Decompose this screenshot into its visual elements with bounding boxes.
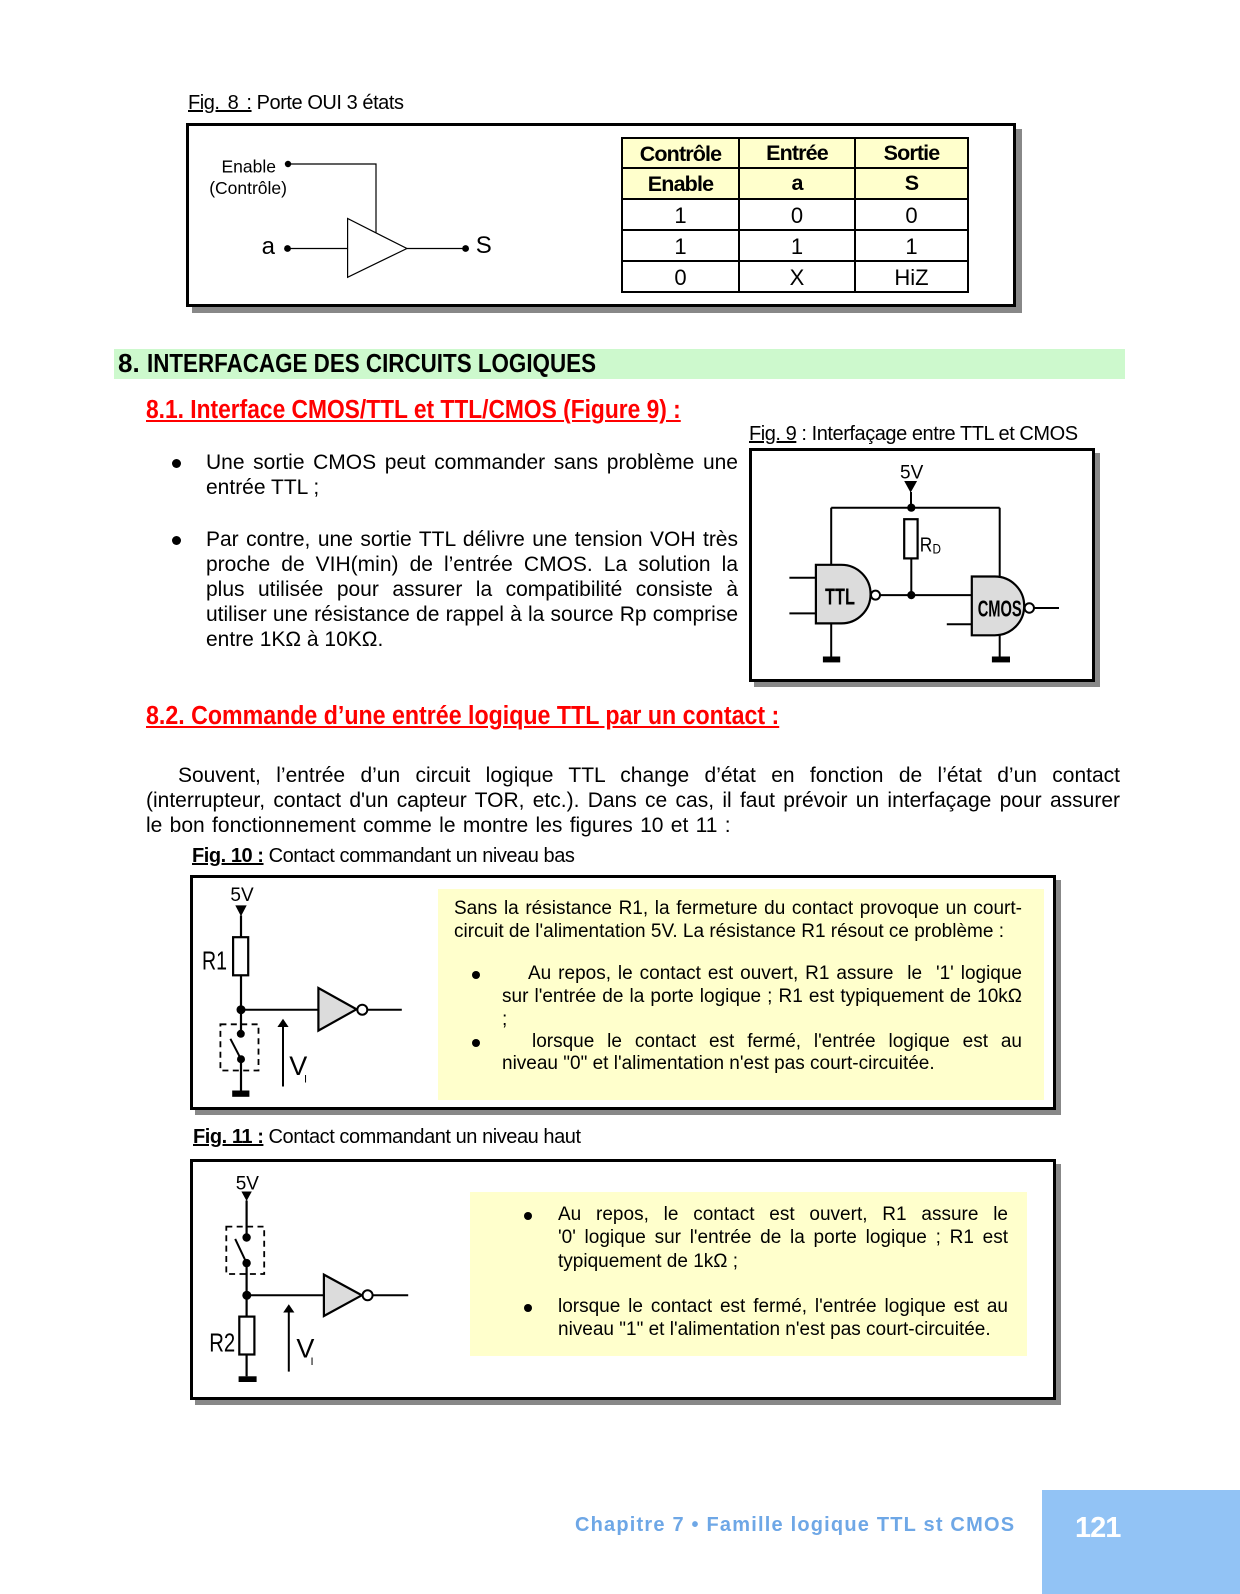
svg-text:CMOS: CMOS — [978, 596, 1022, 622]
svg-text:5V: 5V — [236, 1174, 260, 1195]
svg-text:I: I — [311, 1356, 314, 1368]
svg-text:5V: 5V — [900, 462, 924, 483]
svg-text:a: a — [262, 233, 276, 260]
svg-text:(Contrôle): (Contrôle) — [209, 178, 287, 198]
svg-text:Enable: Enable — [222, 157, 277, 177]
svg-text:R2: R2 — [209, 1328, 235, 1358]
svg-text:V: V — [289, 1051, 307, 1081]
svg-text:D: D — [933, 541, 942, 557]
svg-text:5V: 5V — [230, 885, 254, 906]
svg-text:V: V — [296, 1333, 314, 1363]
svg-text:S: S — [476, 232, 492, 259]
svg-text:TTL: TTL — [825, 583, 855, 609]
svg-text:R1: R1 — [202, 945, 227, 975]
svg-text:R: R — [920, 534, 933, 556]
svg-text:I: I — [304, 1073, 307, 1085]
